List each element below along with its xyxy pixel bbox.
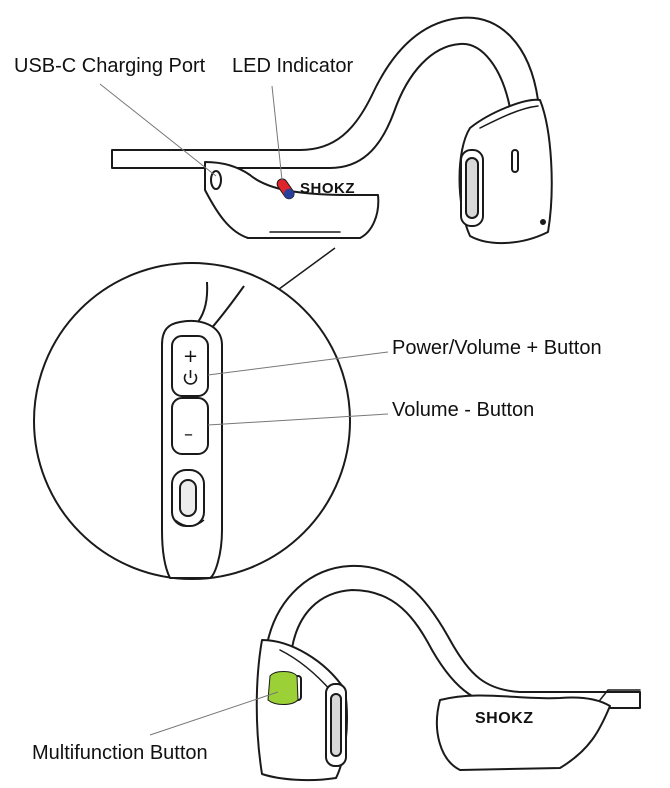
usb-c-charging-port-label: USB-C Charging Port (14, 55, 206, 77)
volume-minus-label: Volume - Button (392, 399, 535, 421)
multifunction-button-label: Multifunction Button (32, 742, 208, 764)
multifunction-leader (149, 691, 279, 736)
brand-logo-top: SHOKZ (300, 180, 355, 197)
zoom-leader-line (274, 247, 336, 293)
headset-top-view (111, 16, 553, 244)
usb-c-port (210, 170, 222, 190)
usb-c-leader (99, 83, 217, 177)
bottom-headband (267, 564, 641, 709)
headset-bottom-view (255, 564, 641, 782)
brand-logo-bottom: SHOKZ (475, 710, 534, 727)
bottom-battery-housing (436, 694, 611, 771)
top-battery-housing (204, 161, 380, 239)
multifunction-button[interactable] (267, 671, 299, 705)
led-leader (271, 85, 283, 181)
power-volume-plus-button[interactable] (171, 335, 209, 397)
minus-glyph: – (184, 424, 193, 445)
zoom-control-detail (161, 281, 245, 579)
volume-minus-button[interactable] (171, 397, 209, 455)
volume-minus-leader (207, 413, 389, 426)
power-volume-plus-label: Power/Volume + Button (392, 337, 602, 359)
plus-glyph: + (183, 346, 198, 367)
led-indicator (276, 178, 295, 200)
power-icon (183, 370, 198, 385)
led-indicator-label: LED Indicator (232, 55, 354, 77)
power-volume-plus-leader (207, 351, 389, 376)
